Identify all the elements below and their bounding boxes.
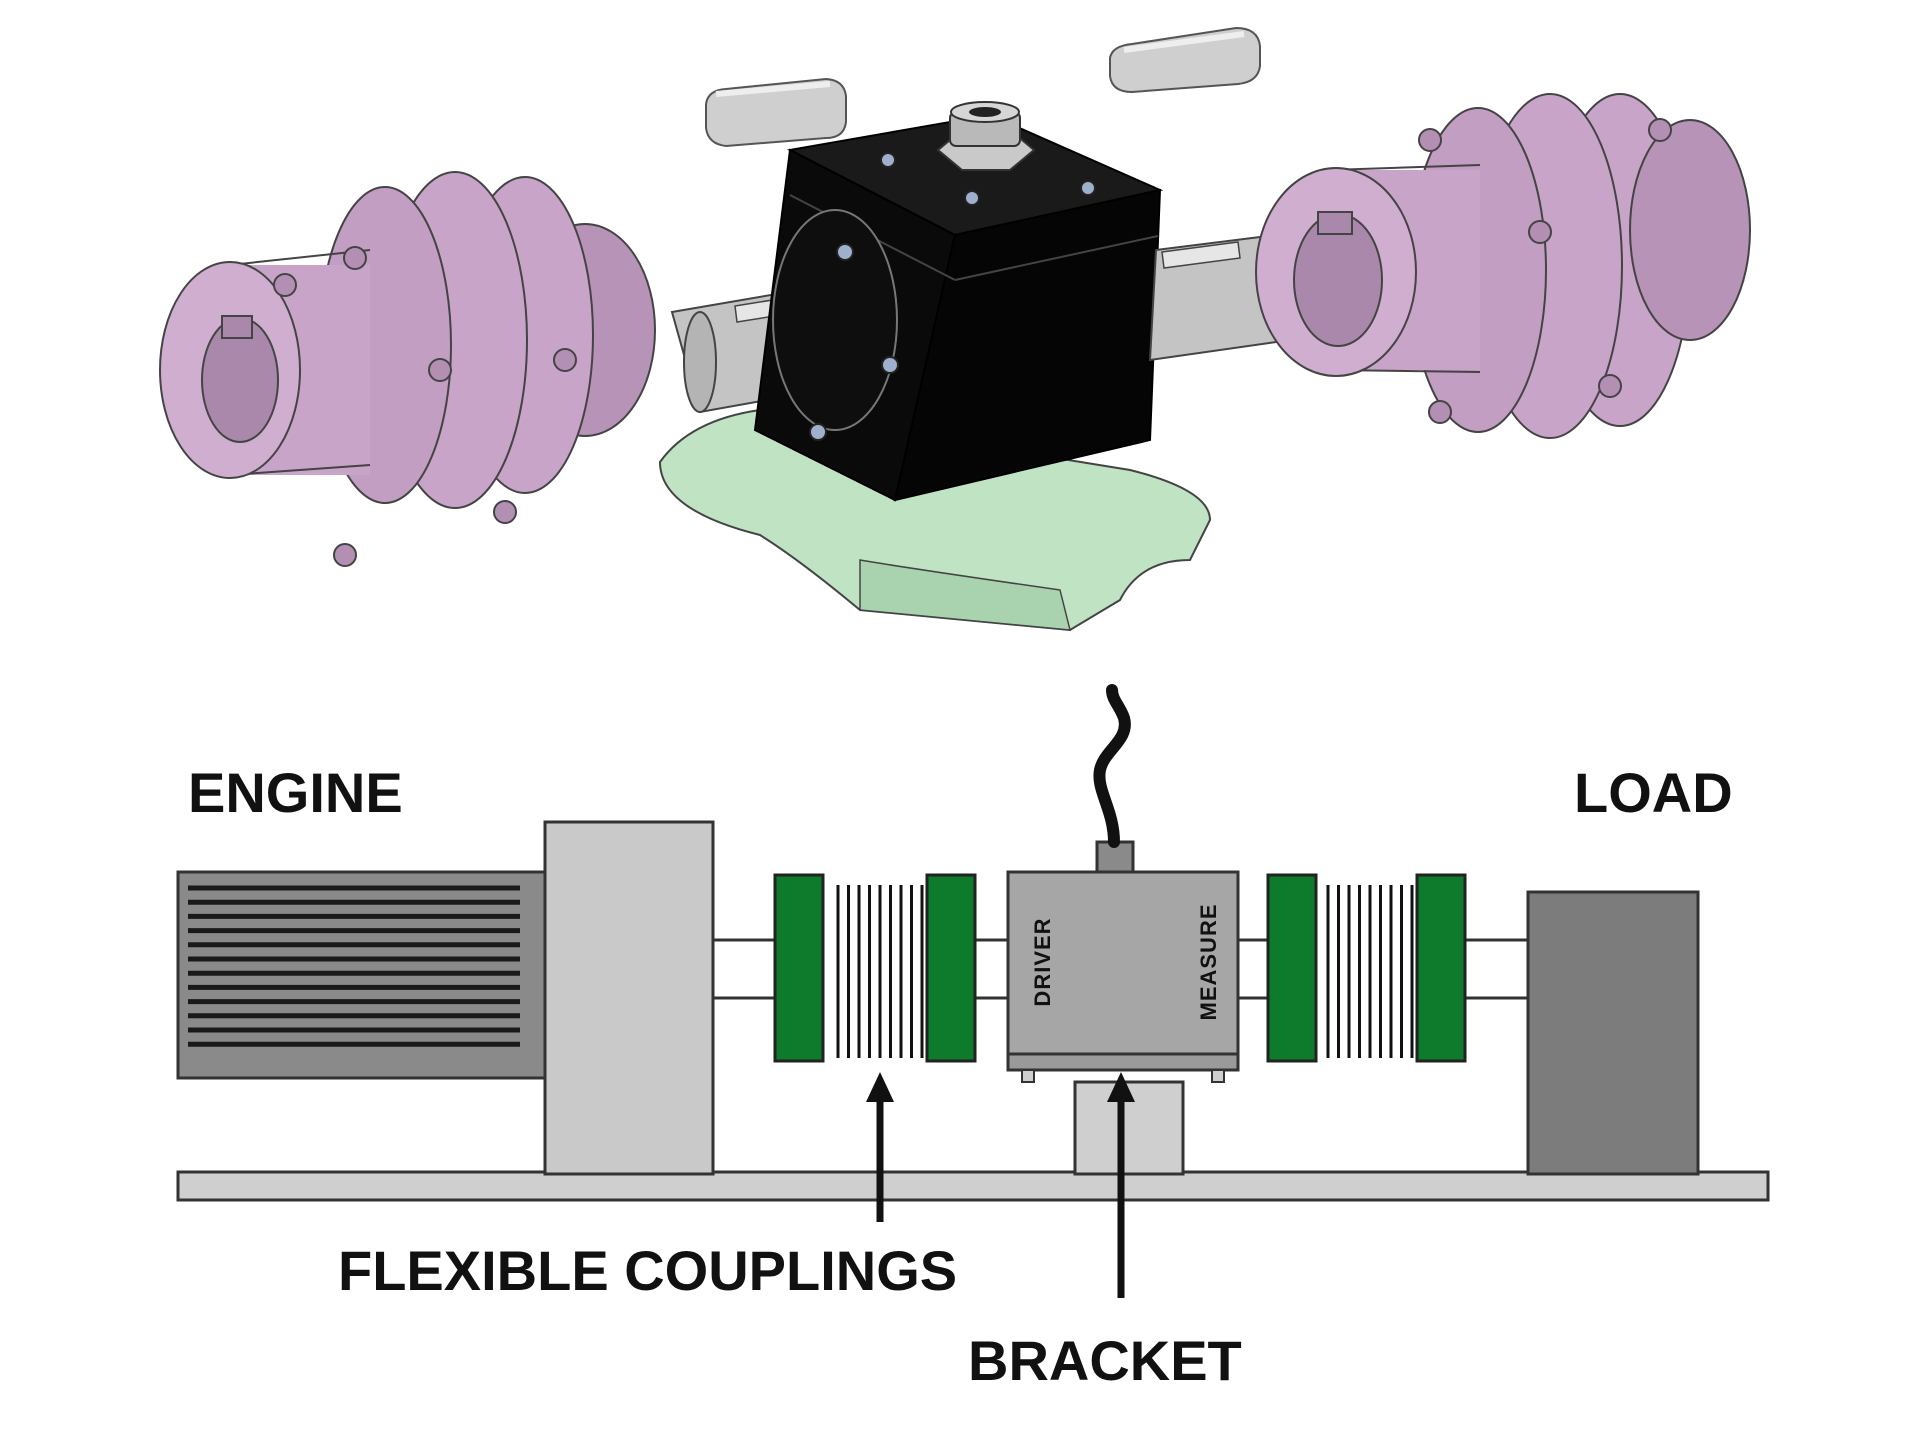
sensor-cable [1093, 684, 1131, 848]
engine-mount-block [543, 820, 715, 1176]
bolt-icon [333, 543, 357, 567]
bolt-icon [1528, 220, 1552, 244]
coupling-hub-right-b [1415, 873, 1467, 1063]
bolt-icon [1648, 118, 1672, 142]
screw-icon [1080, 180, 1096, 196]
coupling-right-hub-back [1629, 119, 1751, 341]
coupling-spring-right [1326, 885, 1414, 1058]
screw-icon [964, 190, 980, 206]
load-label: LOAD [1574, 761, 1733, 824]
bolt-icon [1598, 374, 1622, 398]
shaft-right-keyseat [1161, 241, 1241, 269]
coupling-3d-right [1255, 93, 1751, 439]
engine-label: ENGINE [188, 761, 403, 824]
arrow-bracket [1107, 1072, 1135, 1298]
shaft-left-end [683, 311, 717, 413]
screw-icon [836, 243, 854, 261]
sensor-side-face [893, 188, 1162, 502]
arrow-up-icon [1107, 1072, 1135, 1102]
sensor-foot-right [1211, 1069, 1225, 1083]
arrow-up-icon [866, 1072, 894, 1102]
bolt-icon [1418, 128, 1442, 152]
sensor-flange [772, 209, 898, 431]
coupling-hub-left-b [925, 873, 977, 1063]
screw-icon [881, 356, 899, 374]
schematic-view: DRIVER MEASURE ENGINE LOAD FLEXIBLE COUP… [176, 684, 1770, 1392]
torque-sensor-3d [753, 101, 1164, 502]
parallel-key-left-top [715, 81, 831, 97]
coupling-right-keyway [1317, 211, 1353, 235]
coupling-hub-right-a [1266, 873, 1318, 1063]
bolt-icon [553, 348, 577, 372]
driver-label: DRIVER [1030, 917, 1055, 1006]
sensor-foot-left [1021, 1069, 1035, 1083]
assembly-3d-view [159, 26, 1751, 632]
coupling-hub-left-a [773, 873, 825, 1063]
load-block [1526, 890, 1700, 1176]
parallel-key-left [705, 77, 847, 148]
torque-sensor-base [1006, 1052, 1240, 1072]
measure-label: MEASURE [1196, 903, 1221, 1020]
flexible-couplings-label: FLEXIBLE COUPLINGS [338, 1239, 957, 1302]
parallel-key-right-top [1123, 31, 1245, 53]
arrow-flexible-couplings [866, 1072, 894, 1222]
bracket-label: BRACKET [968, 1329, 1242, 1392]
engine-cooling-fins [188, 885, 520, 1047]
bolt-icon [428, 358, 452, 382]
mounting-bracket-3d-side [859, 559, 1071, 631]
bolt-icon [1428, 400, 1452, 424]
screw-icon [880, 152, 896, 168]
drive-shafts [713, 938, 1528, 1000]
screw-icon [809, 423, 827, 441]
coupling-spring-left [836, 885, 924, 1058]
coupling-3d-left [159, 171, 656, 567]
bolt-icon [343, 246, 367, 270]
mounting-bracket-3d [658, 408, 1212, 632]
bolt-icon [273, 273, 297, 297]
base-plate [176, 1170, 1770, 1202]
coupling-left-keyway [221, 315, 253, 339]
bolt-icon [493, 500, 517, 524]
